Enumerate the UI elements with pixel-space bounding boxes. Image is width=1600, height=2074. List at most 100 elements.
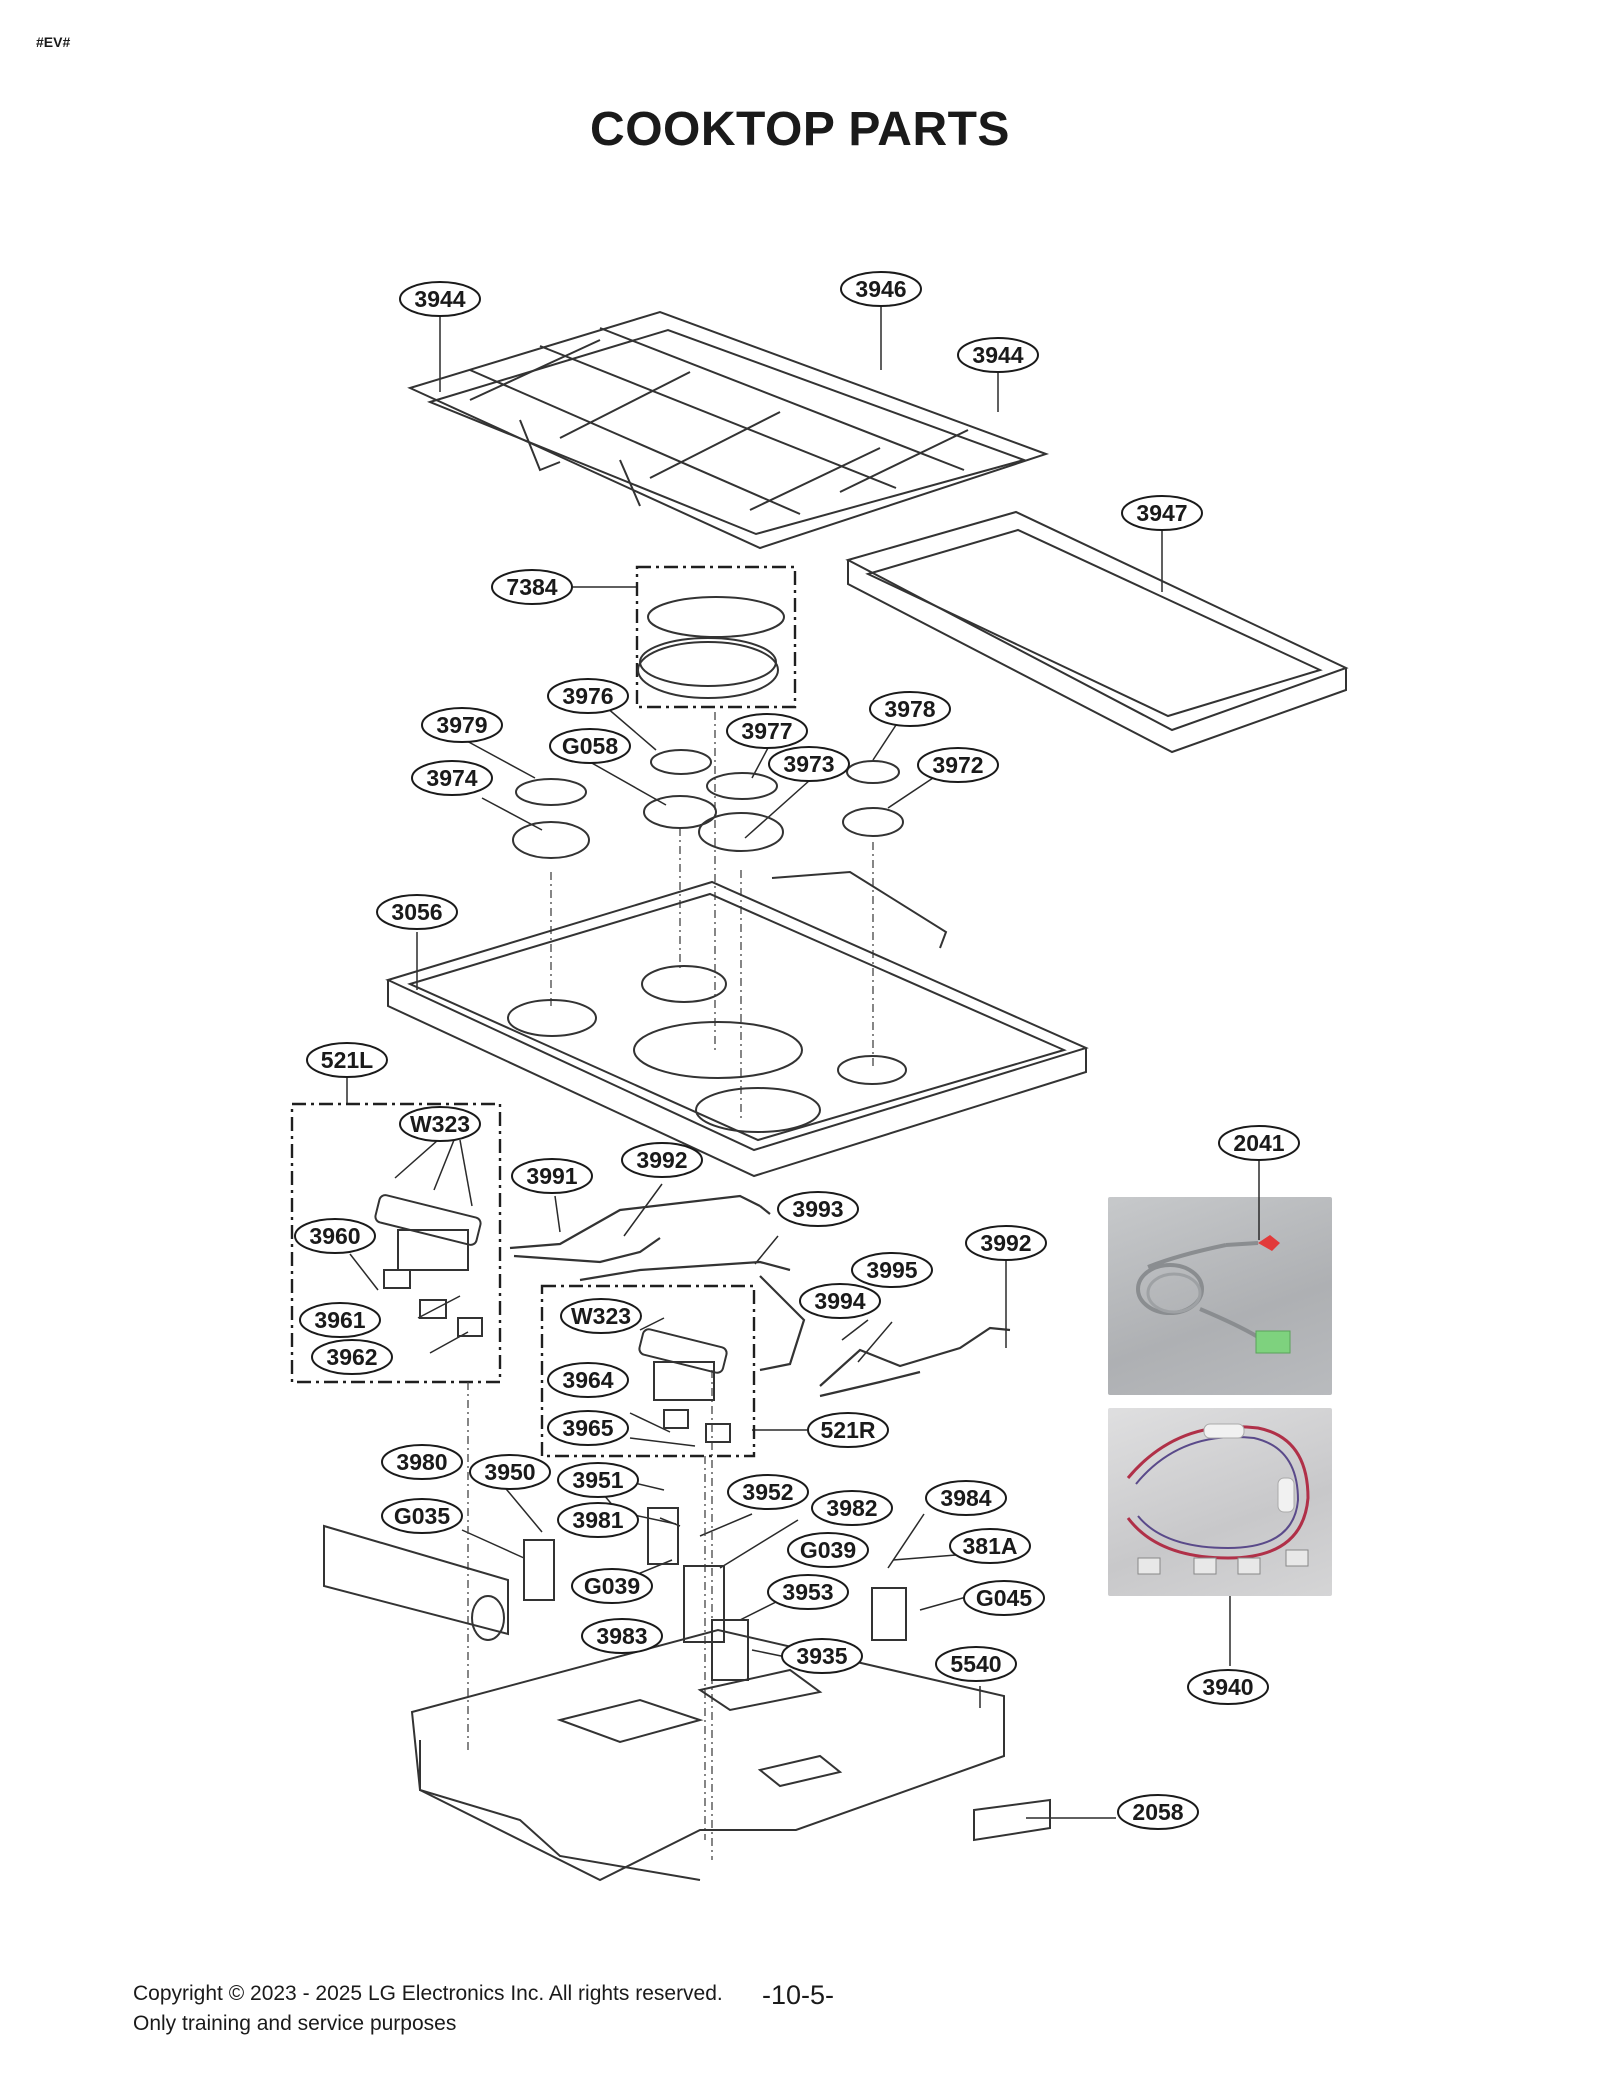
callout-bubble [726, 713, 808, 749]
callout-bubble [621, 1142, 703, 1178]
callout-3984: 3984 [925, 1480, 1007, 1516]
callout-g039: G039 [787, 1532, 869, 1568]
callout-bubble [768, 746, 850, 782]
copyright-notice: Copyright © 2023 - 2025 LG Electronics I… [133, 1982, 723, 2005]
callout-3994: 3994 [799, 1283, 881, 1319]
callout-label: 3984 [940, 1485, 991, 1511]
callout-bubble [469, 1454, 551, 1490]
callout-3978: 3978 [869, 691, 951, 727]
callout-3946: 3946 [840, 271, 922, 307]
callout-3935: 3935 [781, 1638, 863, 1674]
callout-bubble [787, 1532, 869, 1568]
callout-label: W323 [571, 1303, 631, 1329]
callout-3973: 3973 [768, 746, 850, 782]
callout-label: 3982 [826, 1495, 877, 1521]
dash-dot-group-boxes [290, 565, 797, 1458]
callout-label: 3991 [526, 1163, 577, 1189]
callout-w323: W323 [560, 1298, 642, 1334]
callout-g035: G035 [381, 1498, 463, 1534]
griddle-plate [845, 510, 1349, 754]
callout-bubble [1117, 1794, 1199, 1830]
callout-label: 3976 [562, 683, 613, 709]
document-code: #EV# [36, 34, 71, 50]
callout-3980: 3980 [381, 1444, 463, 1480]
callout-bubble [925, 1480, 1007, 1516]
callout-3947: 3947 [1121, 495, 1203, 531]
callout-3960: 3960 [294, 1218, 376, 1254]
callout-label: 3993 [792, 1196, 843, 1222]
sensor-2058 [973, 1798, 1051, 1842]
callout-bubble [547, 678, 629, 714]
callout-3953: 3953 [767, 1574, 849, 1610]
callout-label: 3992 [980, 1230, 1031, 1256]
callout-label: 3962 [326, 1344, 377, 1370]
callout-3981: 3981 [557, 1502, 639, 1538]
callout-label: 3981 [572, 1507, 623, 1533]
cooktop-top-panel [385, 870, 1089, 1178]
callout-bubble [963, 1580, 1045, 1616]
page-title: COOKTOP PARTS [590, 103, 1010, 156]
callout-3995: 3995 [851, 1252, 933, 1288]
callout-label: 2058 [1132, 1799, 1183, 1825]
callout-bubble [491, 569, 573, 605]
callout-3964: 3964 [547, 1362, 629, 1398]
callout-label: 7384 [506, 574, 557, 600]
callout-3950: 3950 [469, 1454, 551, 1490]
callout-3991: 3991 [511, 1158, 593, 1194]
callout-label: 3977 [741, 718, 792, 744]
callout-bubble [949, 1528, 1031, 1564]
callout-3982: 3982 [811, 1490, 893, 1526]
callout-g058: G058 [549, 728, 631, 764]
callout-521r: 521R [807, 1412, 889, 1448]
callout-bubble [781, 1638, 863, 1674]
lower-burner-base-and-igniters [323, 1507, 907, 1681]
bottom-tray [410, 1628, 1005, 1882]
callout-label: 3944 [972, 342, 1023, 368]
callout-label: 3979 [436, 712, 487, 738]
callout-label: G035 [394, 1503, 450, 1529]
callout-bubble [557, 1502, 639, 1538]
callout-3983: 3983 [581, 1618, 663, 1654]
valve-assemblies [374, 1194, 731, 1443]
callout-bubble [807, 1412, 889, 1448]
callout-bubble [811, 1490, 893, 1526]
callout-3972: 3972 [917, 747, 999, 783]
callout-label: 521L [321, 1047, 373, 1073]
callout-bubble [421, 707, 503, 743]
callout-3961: 3961 [299, 1302, 381, 1338]
callout-bubble [381, 1498, 463, 1534]
callout-3951: 3951 [557, 1462, 639, 1498]
callout-bubble [306, 1042, 388, 1078]
callout-bubble [1218, 1125, 1300, 1161]
callout-bubble [917, 747, 999, 783]
callout-3976: 3976 [547, 678, 629, 714]
callout-label: 3992 [636, 1147, 687, 1173]
callout-3977: 3977 [726, 713, 808, 749]
callout-label: 3056 [391, 899, 442, 925]
callout-label: 3980 [396, 1449, 447, 1475]
gas-tubing [509, 1194, 1011, 1398]
callout-label: 3940 [1202, 1674, 1253, 1700]
callout-label: 3960 [309, 1223, 360, 1249]
callout-bubble [511, 1158, 593, 1194]
callout-label: G058 [562, 733, 618, 759]
callout-bubble [549, 728, 631, 764]
wire-harness-photo-3940 [1108, 1408, 1332, 1596]
callout-bubble [1187, 1669, 1269, 1705]
callout-bubble [294, 1218, 376, 1254]
callout-3944: 3944 [399, 281, 481, 317]
page-number: -10-5- [762, 1980, 835, 2010]
callout-bubble [299, 1302, 381, 1338]
callout-bubble [777, 1191, 859, 1227]
callout-381a: 381A [949, 1528, 1031, 1564]
callout-label: 3964 [562, 1367, 613, 1393]
callout-label: 2041 [1233, 1130, 1284, 1156]
callout-label: 3952 [742, 1479, 793, 1505]
callout-3940: 3940 [1187, 1669, 1269, 1705]
callout-label: G039 [800, 1537, 856, 1563]
callout-label: 3953 [782, 1579, 833, 1605]
callout-bubble [560, 1298, 642, 1334]
callout-bubble [727, 1474, 809, 1510]
alignment-lines [467, 712, 874, 1860]
